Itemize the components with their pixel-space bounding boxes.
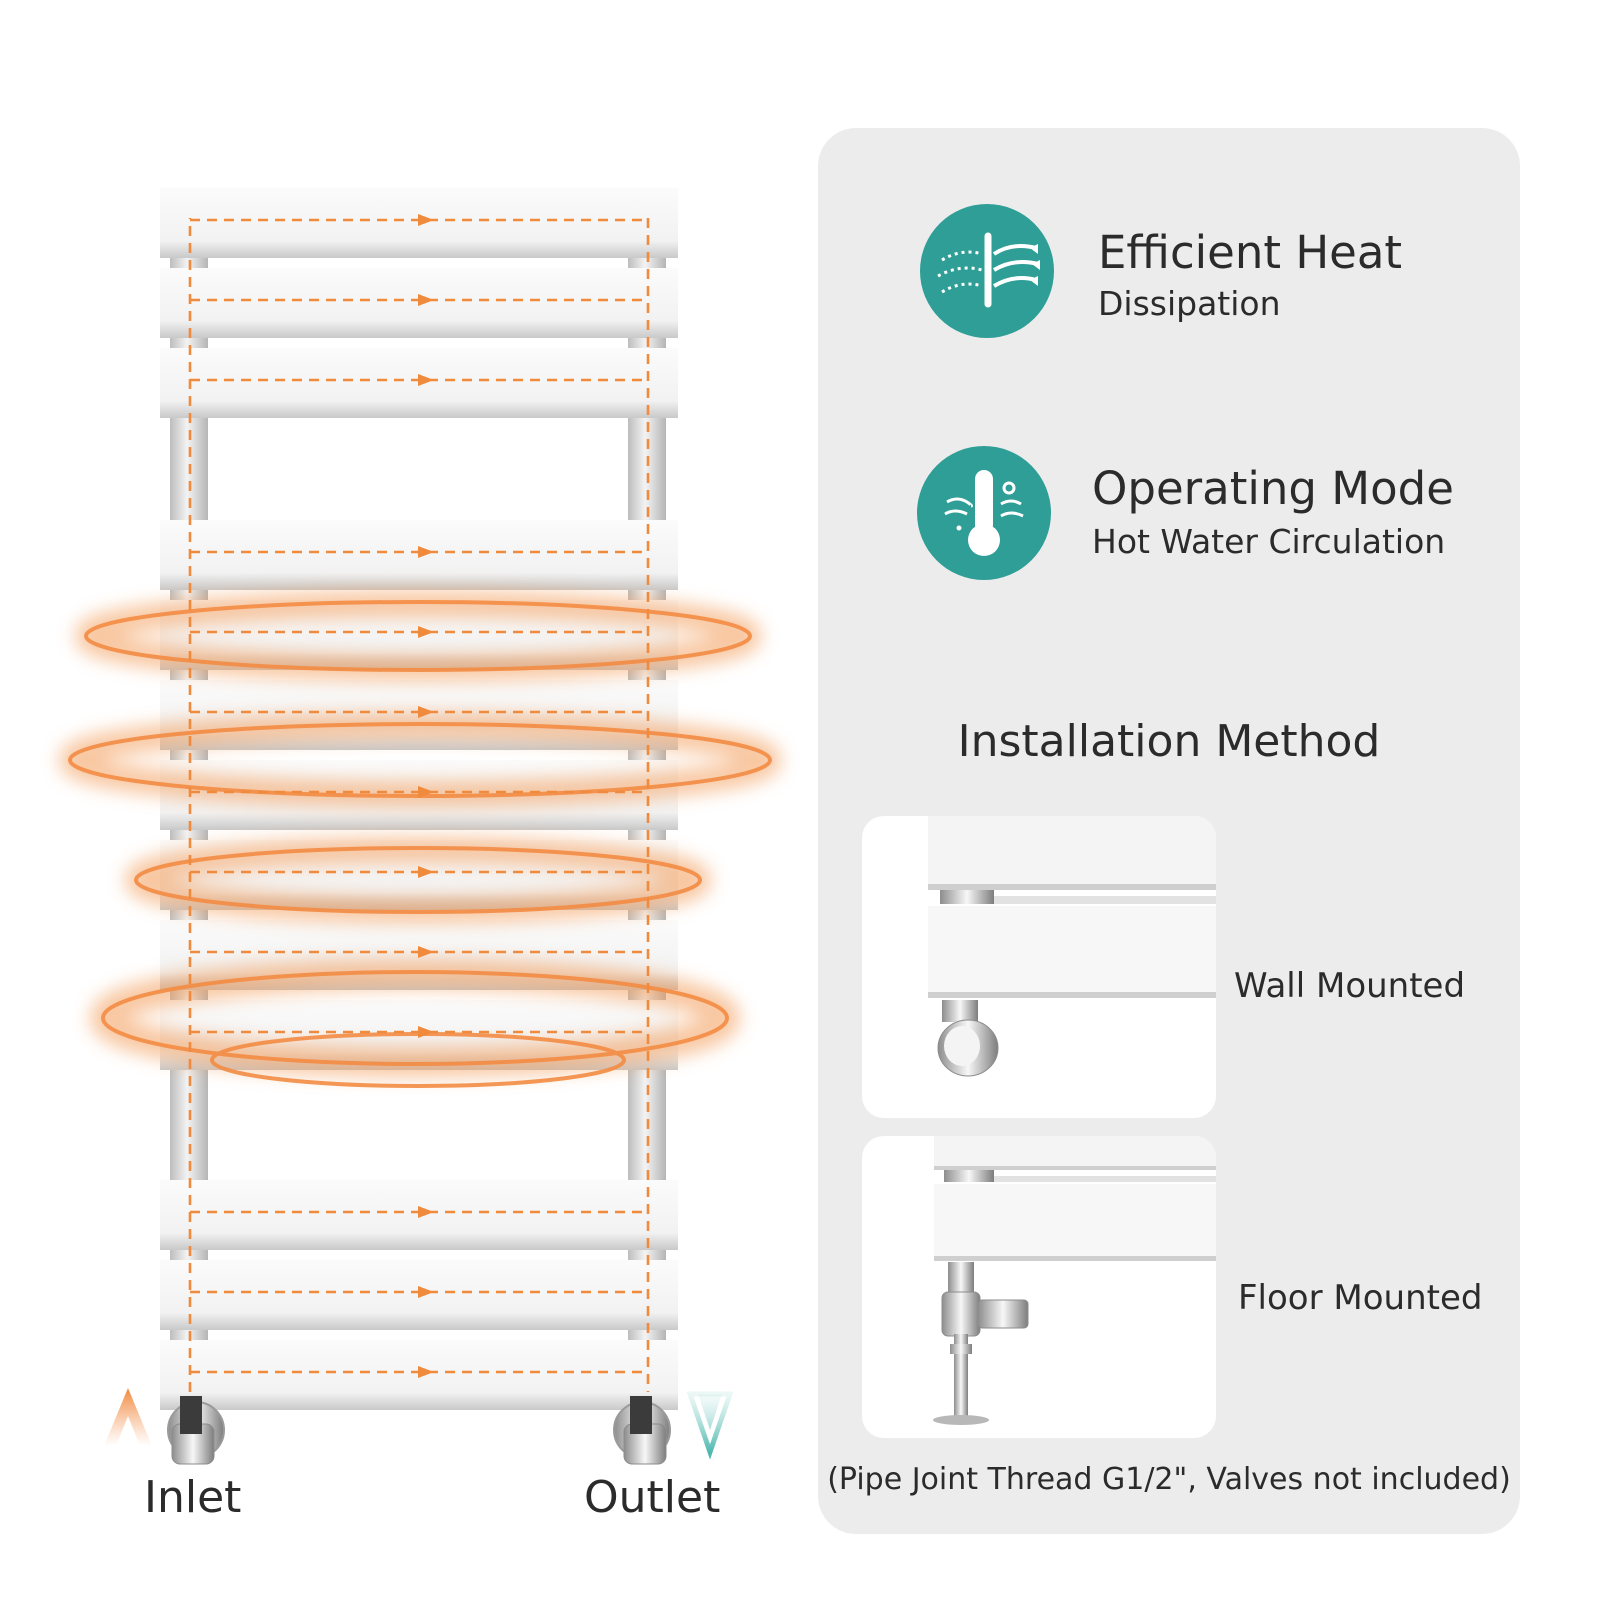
flow-arrow-icon — [418, 626, 434, 638]
flow-arrow-icon — [418, 866, 434, 878]
flow-arrow-icon — [418, 786, 434, 798]
flow-arrow-icon — [418, 214, 434, 226]
radiator-illustration — [59, 188, 781, 1465]
flow-arrow-icon — [418, 1206, 434, 1218]
thermometer-icon — [917, 446, 1051, 580]
water-flow-lines — [188, 214, 650, 1392]
wall-mounted-label: Wall Mounted — [1234, 966, 1466, 1006]
floor-mounted-label: Floor Mounted — [1238, 1278, 1483, 1318]
inlet-valve — [167, 1396, 225, 1465]
feature-title-heat: Efficient Heat — [1098, 226, 1403, 279]
flow-arrow-icon — [418, 1366, 434, 1378]
flow-arrow-icon — [418, 946, 434, 958]
feature-subtitle-heat: Dissipation — [1098, 284, 1281, 323]
flow-arrow-icon — [418, 294, 434, 306]
flow-arrow-icon — [418, 546, 434, 558]
feature-title-mode: Operating Mode — [1092, 462, 1454, 515]
inlet-arrow-icon — [104, 1388, 152, 1446]
flow-arrow-icon — [418, 1286, 434, 1298]
flow-arrow-icon — [418, 706, 434, 718]
outlet-label: Outlet — [584, 1472, 721, 1523]
wall-mount-image — [862, 816, 1216, 1118]
inlet-label: Inlet — [144, 1472, 242, 1523]
outlet-valve — [613, 1396, 671, 1465]
installation-title: Installation Method — [957, 716, 1381, 767]
pipe-thread-note: (Pipe Joint Thread G1/2", Valves not inc… — [827, 1462, 1511, 1497]
flow-arrow-icon — [418, 1026, 434, 1038]
heat-waves-icon — [920, 204, 1054, 338]
feature-subtitle-mode: Hot Water Circulation — [1092, 522, 1446, 561]
flow-arrow-icon — [418, 374, 434, 386]
floor-mount-image — [862, 1136, 1216, 1438]
outlet-arrow-icon — [686, 1391, 734, 1460]
